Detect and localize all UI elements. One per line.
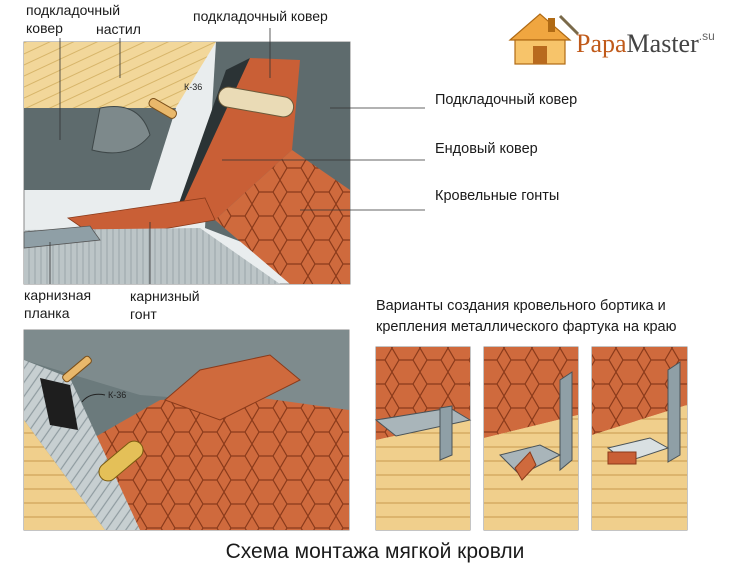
label-eave-strip-2: планка xyxy=(24,305,70,321)
logo-text: PapaMaster.su xyxy=(576,29,715,59)
variant-panel-3 xyxy=(591,346,688,531)
variant-panel-2 xyxy=(483,346,579,531)
top-panel xyxy=(23,41,351,285)
label-underlay-left-1: подкладочный xyxy=(26,2,121,18)
label-underlay-right: Подкладочный ковер xyxy=(435,92,578,108)
house-logo-icon xyxy=(508,13,580,65)
label-k36-bottom: К-36 xyxy=(108,390,127,400)
label-underlay-top: подкладочный ковер xyxy=(193,8,328,24)
label-eave-shingle-1: карнизный xyxy=(130,288,200,304)
top-leaders xyxy=(49,28,425,284)
diagram-caption: Схема монтажа мягкой кровли xyxy=(225,540,525,563)
label-underlay-left-2: ковер xyxy=(26,20,63,36)
bottom-left-panel xyxy=(23,329,350,531)
label-eave-strip-1: карнизная xyxy=(24,287,92,303)
label-eave-shingle-2: гонт xyxy=(130,306,157,322)
label-deck: настил xyxy=(96,21,141,37)
variants-title: Варианты создания кровельного бортика и … xyxy=(376,296,676,338)
papamaster-logo: PapaMaster.su xyxy=(498,10,738,70)
logo-part-papa: Papa xyxy=(576,29,627,58)
variants-title-line-2: крепления металлического фартука на краю xyxy=(376,319,677,335)
variants-title-line-1: Варианты создания кровельного бортика и xyxy=(376,298,666,314)
label-roof-shingles: Кровельные гонты xyxy=(435,188,560,204)
variant-panel-1 xyxy=(374,346,472,531)
logo-part-master: Master xyxy=(626,29,699,58)
label-valley-carpet: Ендовый ковер xyxy=(435,141,538,157)
logo-suffix: .su xyxy=(698,29,715,43)
label-k36-top: К-36 xyxy=(184,82,203,92)
